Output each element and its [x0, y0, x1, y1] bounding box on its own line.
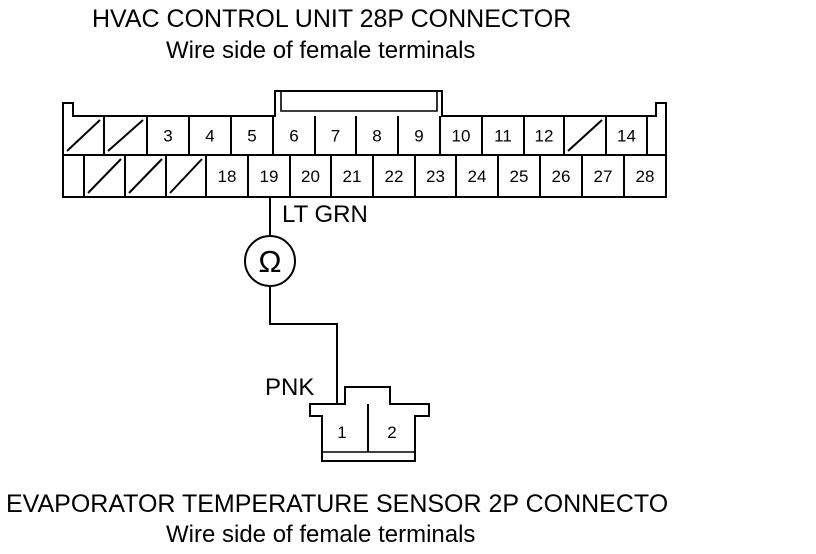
row1-unused-terminal: [107, 119, 144, 152]
row1-terminal-5: 5: [247, 127, 256, 146]
wire-color-pnk: PNK: [265, 374, 314, 401]
row2-terminal-25: 25: [510, 167, 529, 186]
row1-terminal-4: 4: [205, 127, 214, 146]
bottom-connector-title: EVAPORATOR TEMPERATURE SENSOR 2P CONNECT…: [6, 490, 668, 518]
evaporator-sensor-2p-connector: 1 2: [309, 386, 430, 462]
row2-terminal-22: 22: [385, 167, 404, 186]
row1-unused-terminal: [567, 119, 603, 152]
row2-unused-terminal: [169, 158, 203, 194]
row1-terminal-8: 8: [372, 127, 381, 146]
wire-color-lt-grn: LT GRN: [282, 201, 368, 228]
row2-terminal-20: 20: [301, 167, 320, 186]
row1-terminal-9: 9: [414, 127, 423, 146]
row2-unused-terminal: [128, 158, 163, 194]
row2-terminal-27: 27: [594, 167, 613, 186]
row2-terminal-24: 24: [468, 167, 487, 186]
row1-unused-terminal: [66, 119, 101, 152]
bottom-connector-subtitle: Wire side of female terminals: [166, 521, 475, 548]
row1-terminal-3: 3: [163, 127, 172, 146]
row1-terminal-11: 11: [494, 127, 512, 146]
ohmmeter-symbol: Ω: [244, 235, 296, 287]
wire-lt-grn: LT GRN: [269, 197, 368, 236]
top-connector-title: HVAC CONTROL UNIT 28P CONNECTOR: [92, 5, 571, 33]
row2-terminal-19: 19: [260, 167, 279, 186]
row2-unused-terminal: [87, 158, 122, 194]
row1-terminal-12: 12: [535, 127, 554, 146]
row2-terminal-26: 26: [552, 167, 571, 186]
sensor-pin-2: 2: [387, 423, 396, 442]
row1-terminal-6: 6: [289, 127, 298, 146]
row1-terminal-7: 7: [331, 127, 340, 146]
ohm-icon: Ω: [258, 244, 281, 279]
sensor-pin-1: 1: [337, 423, 346, 442]
row2-terminal-21: 21: [343, 167, 362, 186]
top-connector-subtitle: Wire side of female terminals: [166, 37, 475, 64]
row2-terminal-18: 18: [218, 167, 237, 186]
row2-terminal-28: 28: [636, 167, 655, 186]
row1-terminal-10: 10: [452, 127, 471, 146]
wire-pnk: PNK: [265, 286, 338, 404]
row1-terminal-14: 14: [617, 127, 636, 146]
row2-terminal-23: 23: [426, 167, 445, 186]
hvac-28p-connector: 3 4 5 6 7 8 9 10 11 12 14 18 19 20 21 22 23 24 25 26 27 28: [62, 90, 667, 198]
